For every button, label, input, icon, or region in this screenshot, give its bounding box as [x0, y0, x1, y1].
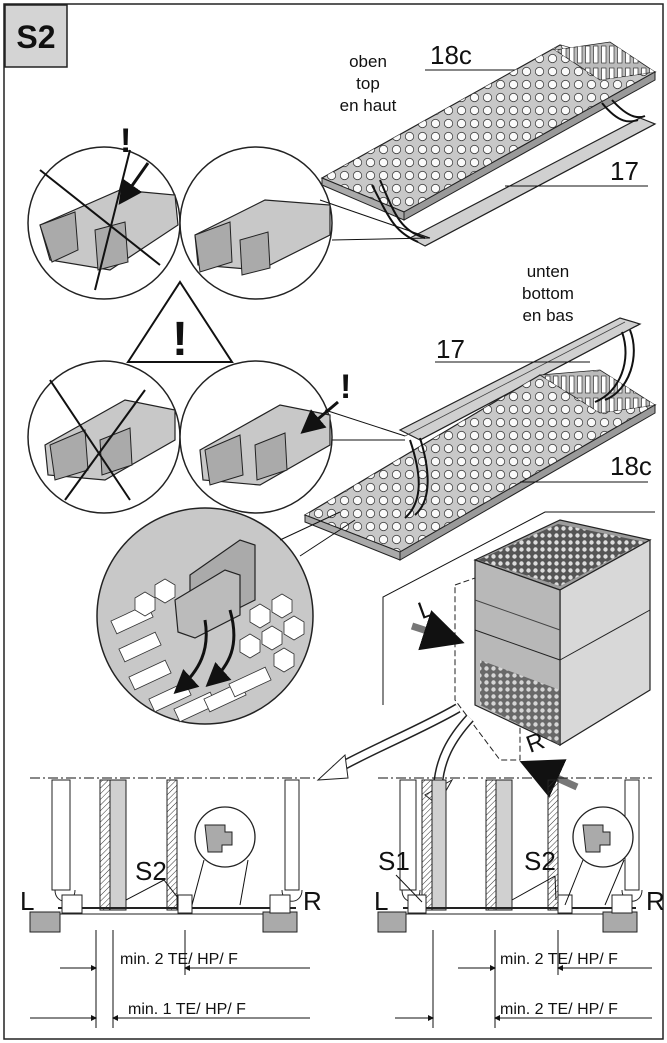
right-section-slot-s1: S1 [378, 846, 410, 876]
top-rail-assembly [320, 41, 657, 247]
detail-circle-wrong-middle [27, 360, 181, 514]
bottom-rail-assembly [303, 317, 657, 561]
top-position-fr: en haut [340, 96, 397, 115]
top-part-17-label: 17 [610, 156, 639, 186]
right-section-side-left: L [374, 886, 388, 916]
right-section-slot-s2: S2 [524, 846, 556, 876]
top-position-en: top [356, 74, 380, 93]
detail-circle-cable-routing [96, 507, 314, 725]
left-section-dim-1: min. 2 TE/ HP/ F [120, 951, 238, 968]
right-section-dim-1: min. 2 TE/ HP/ F [500, 951, 618, 968]
middle-part-18c-label: 18c [610, 451, 652, 481]
step-badge-label: S2 [16, 19, 55, 55]
top-position-de: oben [349, 52, 387, 71]
left-section-side-left: L [20, 886, 34, 916]
middle-position-en: bottom [522, 284, 574, 303]
subrack-isometric [382, 511, 655, 798]
left-section-dim-2: min. 1 TE/ HP/ F [128, 1001, 246, 1018]
middle-position-de: unten [527, 262, 570, 281]
middle-part-17-label: 17 [436, 334, 465, 364]
caution-mark-top: ! [120, 122, 131, 160]
top-part-18c-label: 18c [430, 40, 472, 70]
detail-circle-correct-top [179, 146, 333, 300]
middle-position-fr: en bas [522, 306, 573, 325]
warning-mark: ! [172, 313, 188, 366]
section-right-drawing [377, 777, 652, 1028]
left-section-slot-s2: S2 [135, 856, 167, 886]
detail-circle-wrong-top: ! [27, 122, 181, 300]
section-left-drawing [29, 777, 318, 1028]
step-badge: S2 [4, 4, 68, 68]
detail-circle-correct-middle: ! [179, 360, 351, 514]
caution-mark-middle: ! [340, 368, 351, 406]
left-section-side-right: R [303, 886, 322, 916]
right-section-side-right: R [646, 886, 665, 916]
warning-triangle: ! [126, 280, 234, 366]
right-section-dim-2: min. 2 TE/ HP/ F [500, 1001, 618, 1018]
